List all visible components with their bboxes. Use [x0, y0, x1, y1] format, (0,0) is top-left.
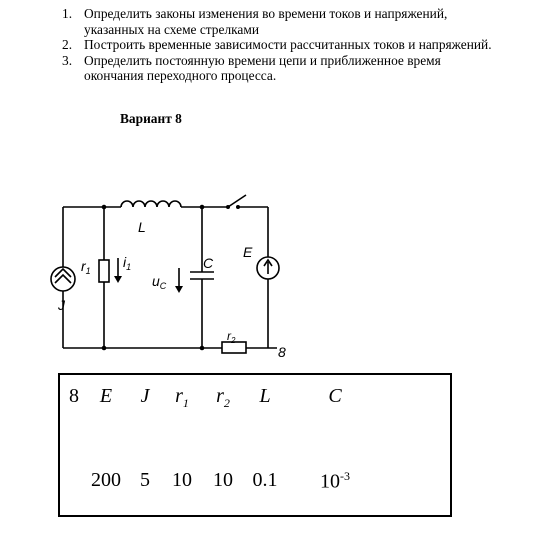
value-r1: 10: [172, 469, 192, 491]
junction-node: [101, 345, 107, 351]
task-text-cont: окончания переходного процесса.: [84, 68, 277, 83]
circuit-diagram: L r1 i1 uC C E J r2 8: [50, 194, 286, 360]
label-variant-number: 8: [278, 344, 286, 360]
header-r2: r2: [216, 385, 230, 410]
resistor-r1: [98, 259, 110, 283]
label-l: L: [138, 219, 146, 235]
switch-contact: [226, 205, 230, 209]
task-item: 2. Построить временные зависимости рассч…: [62, 37, 532, 53]
switch-contact: [236, 205, 240, 209]
label-r1: r1: [81, 258, 91, 276]
task-text: Определить постоянную времени цепи и при…: [84, 52, 441, 68]
uc-arrowhead: [175, 286, 183, 293]
junction-node: [199, 345, 205, 351]
inductor-symbol: [120, 200, 182, 208]
emf-arrowhead: [263, 258, 273, 267]
task-number: 1.: [62, 6, 73, 21]
value-l: 0.1: [252, 469, 278, 491]
value-j: 5: [140, 469, 150, 491]
task-item: 3. Определить постоянную времени цепи и …: [62, 53, 532, 84]
label-r2: r2: [227, 329, 236, 345]
value-r2: 10: [213, 469, 233, 491]
label-e: E: [243, 244, 253, 260]
current-direction-arrow: [54, 273, 72, 284]
i1-arrowhead: [114, 276, 122, 283]
header-variant: 8: [69, 385, 79, 407]
variant-title: Вариант 8: [120, 111, 182, 126]
switch-blade: [227, 194, 247, 208]
task-text: Определить законы изменения во времени т…: [84, 6, 448, 21]
current-source-j: [50, 266, 76, 292]
task-text-cont: указанных на схеме стрелками: [84, 21, 260, 37]
parameters-table: 8 E J r1 r2 L C 200 5 10 10 0.1 10-3: [58, 373, 452, 517]
header-c: C: [328, 385, 342, 407]
task-list: 1. Определить законы изменения во времен…: [62, 6, 532, 84]
junction-node: [101, 204, 107, 210]
task-item: 1. Определить законы изменения во времен…: [62, 6, 532, 37]
value-c: 10-3: [320, 469, 350, 493]
label-c: C: [203, 255, 214, 271]
junction-node: [199, 204, 205, 210]
task-number: 2.: [62, 37, 73, 52]
label-j: J: [57, 297, 66, 313]
value-e: 200: [91, 469, 121, 491]
task-number: 3.: [62, 52, 73, 68]
header-r1: r1: [175, 385, 189, 410]
header-j: J: [140, 385, 150, 407]
task-text: Построить временные зависимости рассчита…: [84, 37, 492, 52]
header-e: E: [99, 385, 113, 407]
header-l: L: [259, 385, 271, 407]
label-i1: i1: [123, 254, 131, 272]
label-uc: uC: [152, 273, 167, 291]
current-direction-arrow: [54, 267, 72, 278]
